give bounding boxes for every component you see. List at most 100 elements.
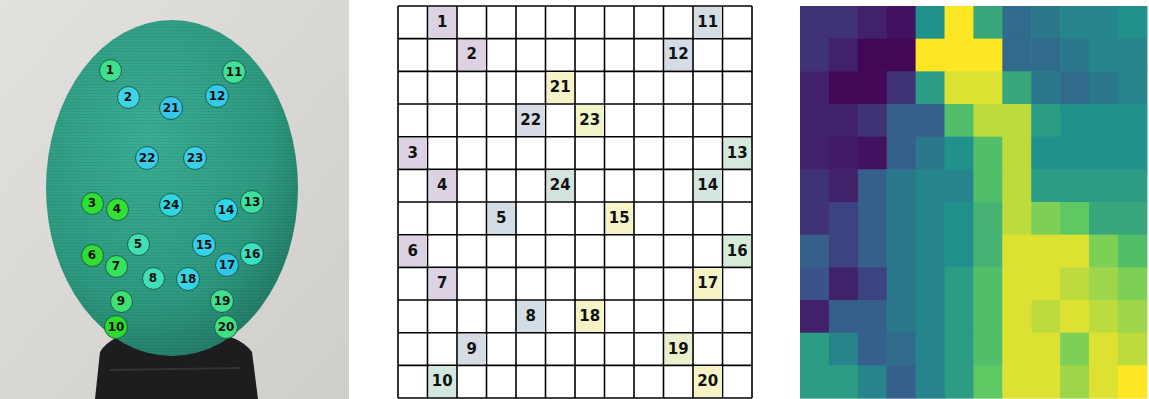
sensor-circle: 24 [159,193,183,217]
heatmap-cell [858,169,888,202]
sensor-number: 14 [697,178,718,193]
heatmap-cell [800,333,830,366]
heatmap-cell [1118,235,1148,268]
sensor-cell: 9 [458,334,486,365]
grid-line [692,6,694,398]
sensor-cell: 10 [429,366,457,397]
heatmap-cell [1031,169,1061,202]
sensor-cell: 6 [399,236,427,267]
sensor-number: 15 [196,239,213,251]
sensor-number: 5 [496,211,506,226]
sensor-circle: 15 [192,233,216,257]
sensor-cell: 24 [547,170,575,201]
heatmap-cell [800,104,830,137]
heatmap-cell [858,267,888,300]
heatmap-cell [829,169,859,202]
sensor-number: 14 [218,204,235,216]
heatmap-cell [858,6,888,39]
heatmap-cell [1060,71,1090,104]
sensor-number: 19 [214,295,231,307]
sensor-number: 24 [163,199,180,211]
sensor-circle: 18 [176,267,200,291]
heatmap-cell [800,365,830,398]
heatmap-cell [973,333,1003,366]
heatmap-cell [916,300,946,333]
heatmap-cell [800,6,830,39]
heatmap-cell [1002,267,1032,300]
heatmap-cell [1118,169,1148,202]
heatmap-cell [887,71,917,104]
sensor-number: 24 [550,178,571,193]
heatmap-cell [1060,169,1090,202]
heatmap-cell [1002,333,1032,366]
heatmap-cell [858,300,888,333]
heatmap-cell [973,71,1003,104]
grid-line [398,332,752,334]
sensor-cell: 7 [429,268,457,299]
sensor-cell: 17 [694,268,722,299]
heatmap-cell [1031,300,1061,333]
heatmap-cell [1089,39,1119,72]
heatmap-cell [1002,235,1032,268]
heatmap-cell [1118,39,1148,72]
heatmap [800,6,1147,399]
heatmap-cell [1060,104,1090,137]
heatmap-cell [1089,104,1119,137]
sensor-circle: 10 [104,315,128,339]
sensor-cell: 2 [458,40,486,71]
heatmap-cell [887,6,917,39]
heatmap-cell [887,104,917,137]
sensor-grid [398,6,752,398]
heatmap-cell [1089,169,1119,202]
sensor-circle: 5 [127,233,150,256]
heatmap-cell [887,169,917,202]
sensor-number: 16 [727,244,748,259]
heatmap-cell [1089,300,1119,333]
heatmap-cell [1060,365,1090,398]
heatmap-cell [1118,137,1148,170]
heatmap-cell [1002,202,1032,235]
heatmap-cell [945,104,975,137]
heatmap-cell [829,267,859,300]
heatmap-cell [887,300,917,333]
heatmap-cell [829,104,859,137]
heatmap-cell [1031,365,1061,398]
heatmap-cell [1118,365,1148,398]
heatmap-cell [945,267,975,300]
heatmap-cell [1118,202,1148,235]
heatmap-cell [1060,39,1090,72]
sensor-number: 18 [579,309,600,324]
sensor-number: 17 [697,276,718,291]
sensor-circle: 11 [222,60,246,84]
sensor-number: 5 [134,238,142,250]
sensor-cell: 3 [399,138,427,169]
heatmap-cell [800,169,830,202]
sensor-circle: 8 [142,267,165,290]
heatmap-cell [829,71,859,104]
sensor-circle: 20 [214,315,238,339]
heatmap-cell [945,71,975,104]
sensor-cell: 5 [488,203,516,234]
sensor-circle: 12 [205,84,229,108]
heatmap-cell [1089,202,1119,235]
heatmap-cell [973,267,1003,300]
sensor-cell: 13 [724,138,752,169]
sensor-number: 22 [139,152,156,164]
heatmap-cell [916,235,946,268]
sensor-number: 12 [668,47,689,62]
heatmap-cell [800,267,830,300]
heatmap-cell [1031,6,1061,39]
heatmap-cell [1060,6,1090,39]
heatmap-cell [945,365,975,398]
sensor-cell: 22 [517,105,545,136]
sensor-number: 10 [108,321,125,333]
heatmap-cell [887,333,917,366]
sensor-number: 20 [697,374,718,389]
heatmap-cell [829,333,859,366]
sensor-cell: 8 [517,301,545,332]
heatmap-cell [916,6,946,39]
head-photo [0,0,349,399]
sensor-cell: 16 [724,236,752,267]
heatmap-cell [1118,300,1148,333]
heatmap-cell [829,202,859,235]
